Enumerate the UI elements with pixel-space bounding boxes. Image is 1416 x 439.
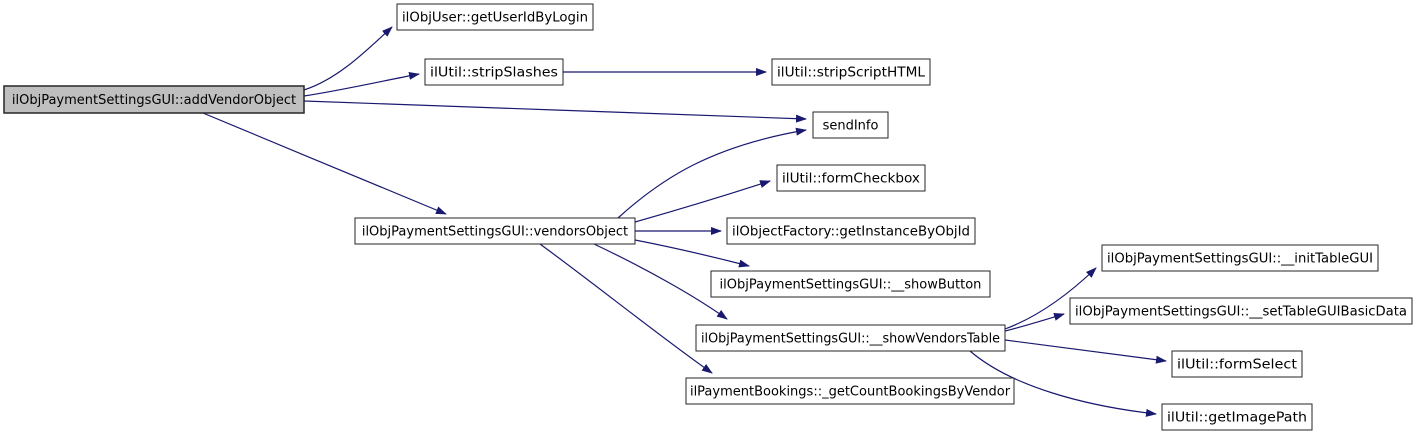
edge-vendorsObject-to-formCheckbox bbox=[634, 180, 771, 223]
edge-vendorsObject-to-sendInfo bbox=[617, 127, 807, 219]
edge-showVendorsTable-to-getImagePath bbox=[969, 350, 1157, 417]
node-getImagePath[interactable]: ilUtil::getImagePath bbox=[1161, 403, 1313, 431]
node-label: ilUtil::stripSlashes bbox=[430, 66, 558, 81]
edge-addVendorObject-to-getUserIdByLogin bbox=[303, 26, 393, 91]
node-label: ilObjPaymentSettingsGUI::__initTableGUI bbox=[1107, 252, 1373, 267]
node-box bbox=[695, 324, 1006, 352]
node-label: ilUtil::formCheckbox bbox=[782, 172, 920, 187]
node-label: ilObjPaymentSettingsGUI::vendorsObject bbox=[362, 225, 628, 240]
node-stripSlashes[interactable]: ilUtil::stripSlashes bbox=[424, 58, 564, 86]
edge-vendorsObject-to-showVendorsTable bbox=[593, 243, 728, 320]
node-showButton[interactable]: ilObjPaymentSettingsGUI::__showButton bbox=[710, 270, 991, 298]
node-showVendorsTable[interactable]: ilObjPaymentSettingsGUI::__showVendorsTa… bbox=[695, 324, 1006, 352]
node-getCountBookingsByVendor[interactable]: ilPaymentBookings::_getCountBookingsByVe… bbox=[685, 377, 1015, 405]
node-box bbox=[396, 3, 594, 31]
node-initTableGUI[interactable]: ilObjPaymentSettingsGUI::__initTableGUI bbox=[1101, 244, 1379, 272]
node-label: ilObjPaymentSettingsGUI::__showVendorsTa… bbox=[701, 332, 1000, 347]
node-box bbox=[3, 85, 305, 114]
node-label: ilUtil::getImagePath bbox=[1167, 411, 1307, 426]
nodes-layer: ilObjPaymentSettingsGUI::addVendorObject… bbox=[3, 3, 1413, 431]
node-vendorsObject[interactable]: ilObjPaymentSettingsGUI::vendorsObject bbox=[354, 217, 636, 245]
node-formSelect[interactable]: ilUtil::formSelect bbox=[1171, 350, 1303, 378]
edge-vendorsObject-to-getCountBookingsByVendor bbox=[539, 243, 713, 374]
node-label: ilUtil::stripScriptHTML bbox=[777, 66, 926, 81]
edge-showVendorsTable-to-setTableGUIBasicData bbox=[1004, 313, 1065, 332]
node-box bbox=[1161, 403, 1313, 431]
node-label: sendInfo bbox=[823, 119, 879, 134]
node-box bbox=[812, 111, 889, 139]
node-label: ilPaymentBookings::_getCountBookingsByVe… bbox=[690, 385, 1011, 400]
node-label: ilObjPaymentSettingsGUI::__showButton bbox=[720, 278, 982, 293]
node-addVendorObject[interactable]: ilObjPaymentSettingsGUI::addVendorObject bbox=[3, 85, 305, 114]
node-label: ilUtil::formSelect bbox=[1177, 358, 1297, 373]
edge-addVendorObject-to-sendInfo bbox=[303, 100, 807, 123]
edge-showVendorsTable-to-initTableGUI bbox=[1004, 267, 1097, 330]
node-label: ilObjectFactory::getInstanceByObjId bbox=[732, 225, 970, 240]
node-formCheckbox[interactable]: ilUtil::formCheckbox bbox=[776, 164, 926, 192]
node-box bbox=[685, 377, 1015, 405]
node-sendInfo[interactable]: sendInfo bbox=[812, 111, 889, 139]
node-getUserIdByLogin[interactable]: ilObjUser::getUserIdByLogin bbox=[396, 3, 594, 31]
node-box bbox=[1069, 297, 1413, 325]
edge-addVendorObject-to-stripSlashes bbox=[303, 71, 420, 97]
node-box bbox=[354, 217, 636, 245]
edge-vendorsObject-to-showButton bbox=[634, 239, 750, 268]
node-label: ilObjPaymentSettingsGUI::addVendorObject bbox=[12, 93, 296, 108]
node-box bbox=[1101, 244, 1379, 272]
edge-addVendorObject-to-vendorsObject bbox=[202, 112, 447, 215]
node-box bbox=[771, 58, 931, 86]
node-label: ilObjPaymentSettingsGUI::__setTableGUIBa… bbox=[1075, 305, 1407, 320]
edges-layer bbox=[202, 26, 1167, 417]
node-label: ilObjUser::getUserIdByLogin bbox=[402, 11, 588, 26]
node-box bbox=[1171, 350, 1303, 378]
node-box bbox=[776, 164, 926, 192]
node-box bbox=[726, 217, 976, 245]
node-stripScriptHTML[interactable]: ilUtil::stripScriptHTML bbox=[771, 58, 931, 86]
node-box bbox=[710, 270, 991, 298]
node-getInstanceByObjId[interactable]: ilObjectFactory::getInstanceByObjId bbox=[726, 217, 976, 245]
node-box bbox=[424, 58, 564, 86]
node-setTableGUIBasicData[interactable]: ilObjPaymentSettingsGUI::__setTableGUIBa… bbox=[1069, 297, 1413, 325]
edge-showVendorsTable-to-formSelect bbox=[1004, 339, 1167, 364]
